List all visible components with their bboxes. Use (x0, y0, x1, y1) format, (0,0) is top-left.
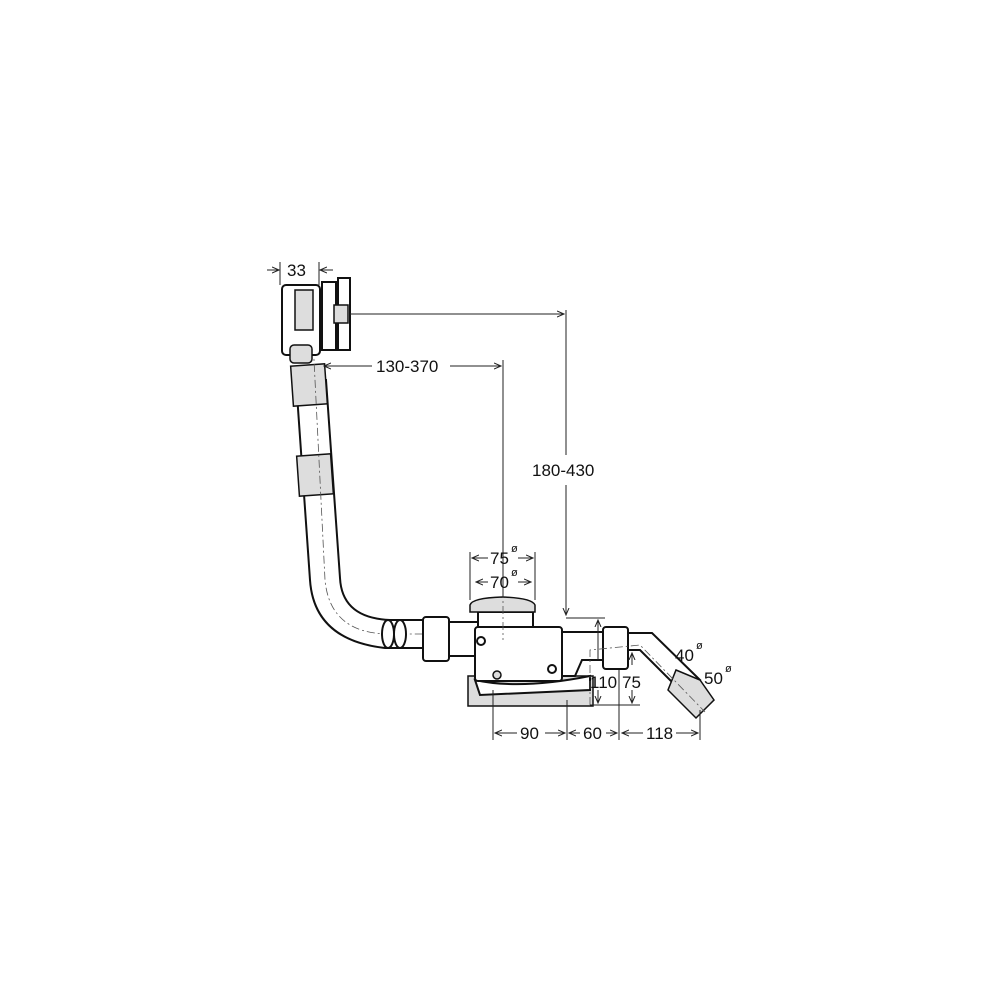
dim-horizontal-range: 130-370 (376, 357, 438, 376)
dim-outer-diameter: 75 (490, 549, 509, 568)
dim-outlet-diameter-large: 50 (704, 669, 723, 688)
dim-outlet-diameter-small: 40 (675, 646, 694, 665)
dim-vertical-range: 180-430 (532, 461, 594, 480)
dim-overflow-depth: 33 (287, 261, 306, 280)
drain-outlet (561, 626, 715, 720)
screw-icon (547, 664, 557, 674)
screw-icon (476, 636, 486, 646)
diameter-symbol: ø (696, 640, 703, 652)
dim-width-body: 90 (520, 724, 539, 743)
drain-body (467, 590, 594, 707)
diameter-symbol: ø (511, 543, 518, 555)
overflow-head (281, 277, 351, 364)
diameter-symbol: ø (511, 567, 518, 579)
dim-width-trap: 60 (583, 724, 602, 743)
diameter-symbol: ø (725, 663, 732, 675)
overflow-hose (289, 299, 470, 649)
dim-width-outlet: 118 (646, 724, 673, 743)
union-nut-left (422, 616, 450, 662)
dimension-lines (267, 262, 701, 740)
dim-height-outlet: 75 (622, 673, 641, 692)
dim-height-total: 110 (590, 673, 617, 692)
dim-inner-diameter: 70 (490, 573, 509, 592)
